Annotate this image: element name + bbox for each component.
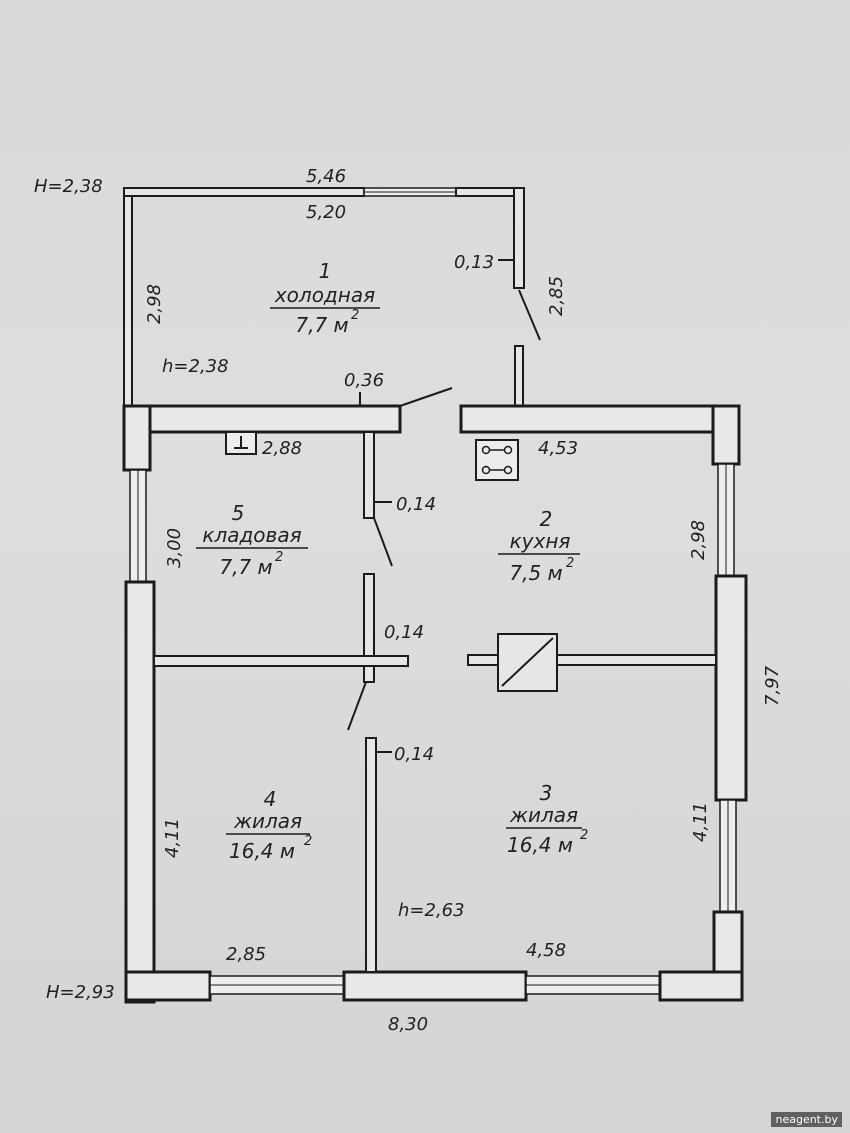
entry-door-swing [399,387,453,407]
dim-living-left: 4,11 [162,818,183,858]
dim-wall-014-b: 0,14 [384,622,424,643]
partition-horizontal-right [556,654,717,666]
room-4-label: 4 жилая 16,4 м 2 [226,787,312,863]
top-wall-right [459,404,741,434]
dim-cold-left: 2,98 [144,284,165,324]
dim-cold-right: 2,85 [546,276,567,316]
room-number: 1 [319,259,332,283]
room-5-label: 5 кладовая 7,7 м 2 [196,501,308,579]
living-h-label: h=2,63 [398,900,465,921]
top-left-corner [122,404,152,472]
room-3-label: 3 жилая 16,4 м 2 [506,781,588,857]
room-area: 7,7 м [219,555,272,579]
dim-kitchen-top: 4,53 [538,438,578,459]
left-wall [124,580,156,1004]
stove-icon [475,439,519,481]
dim-inner-top: 5,20 [306,202,346,223]
partition-middle [363,573,375,683]
dim-outer-top: 5,46 [306,166,346,187]
area-exponent: 2 [304,834,312,849]
top-right-corner [711,404,741,466]
bottom-wall-left [124,970,212,1002]
dim-outer-bottom: 8,30 [388,1014,428,1035]
area-exponent: 2 [580,828,588,843]
area-exponent: 2 [566,556,574,571]
room-name: кладовая [202,523,301,547]
hatch-icon [225,431,257,455]
dim-outer-right: 7,97 [762,665,783,706]
dim-door-013: 0,13 [454,252,494,273]
cold-right-wall [513,187,525,289]
room-area: 16,4 м [229,839,295,863]
room-number: 3 [540,781,553,805]
living-door-swing [347,681,367,731]
partition-stub [467,654,499,666]
top-H-label: H=2,38 [34,176,103,197]
bottom-wall-right [658,970,744,1002]
dim-door-036: 0,36 [344,370,384,391]
cold-h-label: h=2,38 [162,356,229,377]
room-area: 7,5 м [509,561,562,585]
dim-wall-014-a: 0,14 [396,494,436,515]
room-2-label: 2 кухня 7,5 м 2 [498,507,580,585]
room-name: кухня [510,529,571,553]
interior-partitions [153,387,717,973]
right-wall-middle [714,574,748,802]
bottom-H-label: H=2,93 [46,982,115,1003]
room-name: холодная [274,283,375,307]
room-1-label: 1 холодная 7,7 м 2 [270,259,380,337]
cold-annex-walls [123,187,541,407]
cold-top-wall-left [123,187,365,197]
cold-door-swing [518,289,541,341]
area-exponent: 2 [351,308,359,323]
watermark: neagent.by [771,1112,842,1127]
room-number: 4 [264,787,277,811]
cold-right-post [514,345,524,407]
room-name: жилая [509,803,578,827]
main-walls [122,404,748,1004]
room-number: 2 [540,507,553,531]
cold-left-wall [123,187,133,407]
room-number: 5 [232,501,245,525]
top-wall-left [122,404,402,434]
room-area: 16,4 м [507,833,573,857]
dim-living-right: 4,11 [690,802,711,842]
dim-bottom-right: 4,58 [526,940,566,961]
dim-bottom-left: 2,85 [226,944,266,965]
partition-upper [363,431,375,519]
dim-wall-014-c: 0,14 [394,744,434,765]
dim-storage-left: 3,00 [164,528,185,568]
room-name: жилая [233,809,302,833]
dim-kitchen-right: 2,98 [688,520,709,560]
dim-storage-top: 2,88 [262,438,302,459]
partition-lower [365,737,377,973]
storage-door-swing [373,517,393,567]
bottom-wall-middle [342,970,528,1002]
room-area: 7,7 м [295,313,348,337]
partition-horizontal-left [153,655,409,667]
area-exponent: 2 [275,550,283,565]
